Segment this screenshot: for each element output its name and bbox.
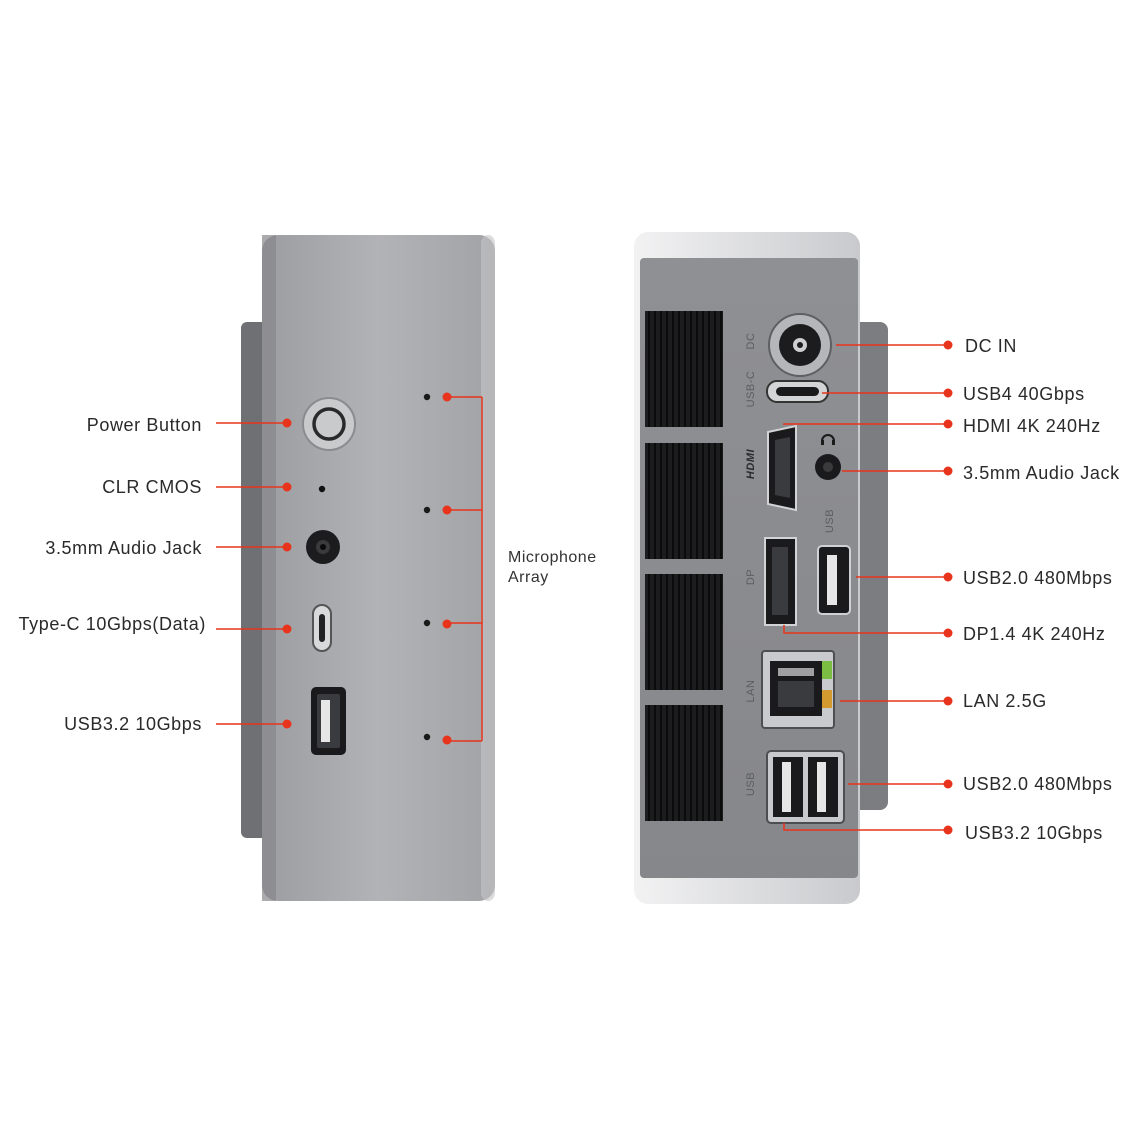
front-usb-a-port[interactable] xyxy=(311,687,346,755)
displayport-port[interactable] xyxy=(764,537,797,626)
label-dc-in: DC IN xyxy=(965,336,1017,356)
microphone-array xyxy=(423,393,431,741)
front-type-c-port[interactable] xyxy=(312,604,332,652)
port-marking-usbc: USB-C xyxy=(745,370,757,408)
port-marking-dp: DP xyxy=(745,568,757,586)
port-marking-hdmi: HDMI xyxy=(745,448,757,480)
label-clr-cmos: CLR CMOS xyxy=(102,477,202,497)
port-marking-lan: LAN xyxy=(745,679,757,703)
label-lan: LAN 2.5G xyxy=(963,691,1047,711)
label-microphone-line1: Microphone xyxy=(508,549,597,566)
label-type-c: Type-C 10Gbps(Data) xyxy=(18,614,206,634)
clr-cmos-hole[interactable] xyxy=(318,485,326,493)
headphone-icon xyxy=(821,434,835,445)
dual-usb-port-stack[interactable] xyxy=(766,750,845,824)
rear-audio-jack[interactable] xyxy=(815,454,841,480)
vent xyxy=(645,705,723,821)
label-dp: DP1.4 4K 240Hz xyxy=(963,624,1106,644)
label-hdmi: HDMI 4K 240Hz xyxy=(963,416,1101,436)
leader-lines xyxy=(216,344,948,831)
vent xyxy=(645,443,723,559)
rear-device xyxy=(634,232,888,904)
vent xyxy=(645,311,723,427)
dc-in-port[interactable] xyxy=(768,313,832,377)
front-face xyxy=(262,235,495,901)
rear-usb-a-port[interactable] xyxy=(817,545,851,615)
label-power-button: Power Button xyxy=(86,415,202,435)
label-front-usb32: USB3.2 10Gbps xyxy=(64,714,202,734)
label-front-audio-jack: 3.5mm Audio Jack xyxy=(45,538,202,558)
leader-dots xyxy=(282,340,953,835)
port-marking-usb: USB xyxy=(824,508,836,534)
vent xyxy=(645,574,723,690)
label-rear-audio-jack: 3.5mm Audio Jack xyxy=(963,463,1120,483)
label-rear-usb32: USB3.2 10Gbps xyxy=(965,823,1103,843)
lan-port[interactable] xyxy=(761,650,835,729)
label-microphone-line2: Array xyxy=(508,569,549,586)
port-marking-dc: DC xyxy=(745,332,757,350)
label-usb20-top: USB2.0 480Mbps xyxy=(963,568,1113,588)
usb4-port[interactable] xyxy=(766,380,829,403)
power-button[interactable] xyxy=(302,397,356,451)
label-usb4: USB4 40Gbps xyxy=(963,384,1085,404)
label-usb20-bottom: USB2.0 480Mbps xyxy=(963,774,1113,794)
port-marking-usb-bottom: USB xyxy=(745,771,757,797)
front-device xyxy=(241,235,495,901)
hdmi-port[interactable] xyxy=(767,424,797,512)
front-audio-jack[interactable] xyxy=(306,530,340,564)
